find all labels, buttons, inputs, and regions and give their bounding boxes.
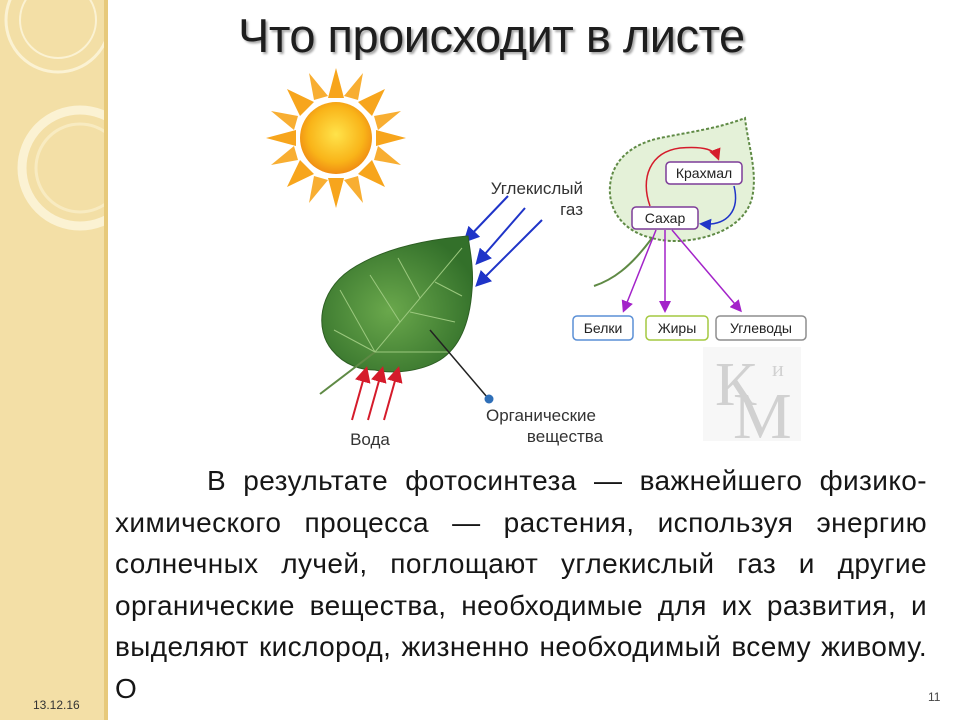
co2-arrows xyxy=(463,195,543,287)
watermark-letter-i: и xyxy=(772,356,784,381)
starch-label: Крахмал xyxy=(676,165,732,181)
body-text: В результате фотосинтеза — важнейшего фи… xyxy=(115,460,927,720)
watermark-letter-m: М xyxy=(733,380,792,453)
slide-title: Что происходит в листе xyxy=(238,9,745,60)
belki-label: Белки xyxy=(584,320,623,336)
organic-pointer-line xyxy=(429,329,488,398)
slide-date: 13.12.16 xyxy=(33,698,80,712)
starch-box xyxy=(665,161,743,185)
starch-to-sugar-arrow xyxy=(699,185,737,231)
uglevody-label: Углеводы xyxy=(730,320,792,336)
co2-label-line2: газ xyxy=(560,200,583,219)
water-arrows xyxy=(351,366,403,421)
leaf-icon xyxy=(319,235,473,395)
zhiry-box xyxy=(645,315,709,341)
title-container: Что происходит в листе xyxy=(180,0,940,60)
product-arrows xyxy=(621,229,742,313)
sugar-to-starch-arrow xyxy=(645,146,721,207)
sugar-label: Сахар xyxy=(645,210,686,226)
organic-label-line1: Органические xyxy=(486,406,596,425)
organic-label-line2: вещества xyxy=(527,427,604,446)
body-paragraph: В результате фотосинтеза — важнейшего фи… xyxy=(115,465,927,704)
organic-pointer-dot xyxy=(484,394,494,404)
small-leaf-icon xyxy=(593,116,755,287)
sun-icon xyxy=(266,68,406,208)
uglevody-box xyxy=(715,315,807,341)
slide-page-number: 11 xyxy=(928,690,941,704)
photosynthesis-diagram: Углекислый газ xyxy=(266,68,807,453)
watermark-logo: К и М xyxy=(703,347,801,453)
sugar-box xyxy=(631,206,699,230)
band-edge xyxy=(104,0,108,720)
watermark-letter-k: К xyxy=(715,351,757,419)
zhiry-label: Жиры xyxy=(658,320,697,336)
belki-box xyxy=(572,315,634,341)
co2-label-line1: Углекислый xyxy=(491,179,583,198)
water-label: Вода xyxy=(350,430,390,449)
